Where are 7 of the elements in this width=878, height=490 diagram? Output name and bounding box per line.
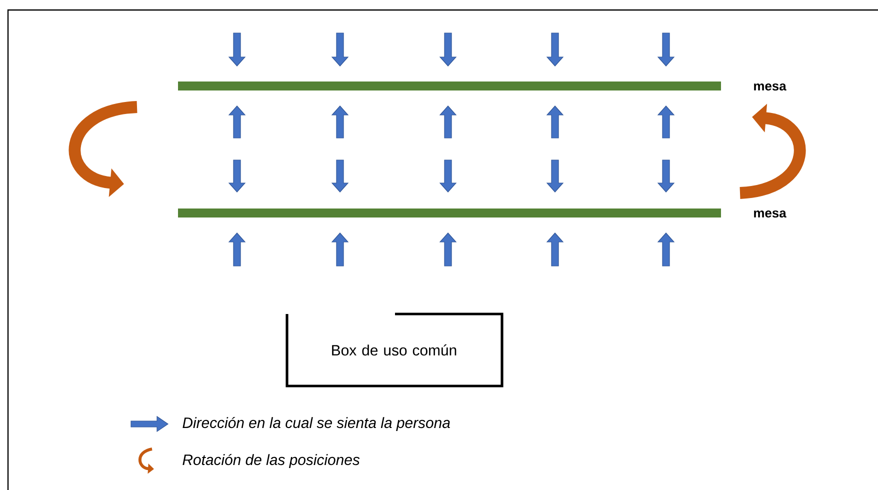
table-bar [178,208,721,218]
table-bar [178,82,721,90]
legend-text: Rotación de las posiciones [182,454,360,468]
table-label: mesa [754,83,786,91]
legend-text: Dirección en la cual se sienta la persona [182,416,450,432]
table-label: mesa [754,210,786,218]
common-area-box: Box de uso común [286,312,504,388]
